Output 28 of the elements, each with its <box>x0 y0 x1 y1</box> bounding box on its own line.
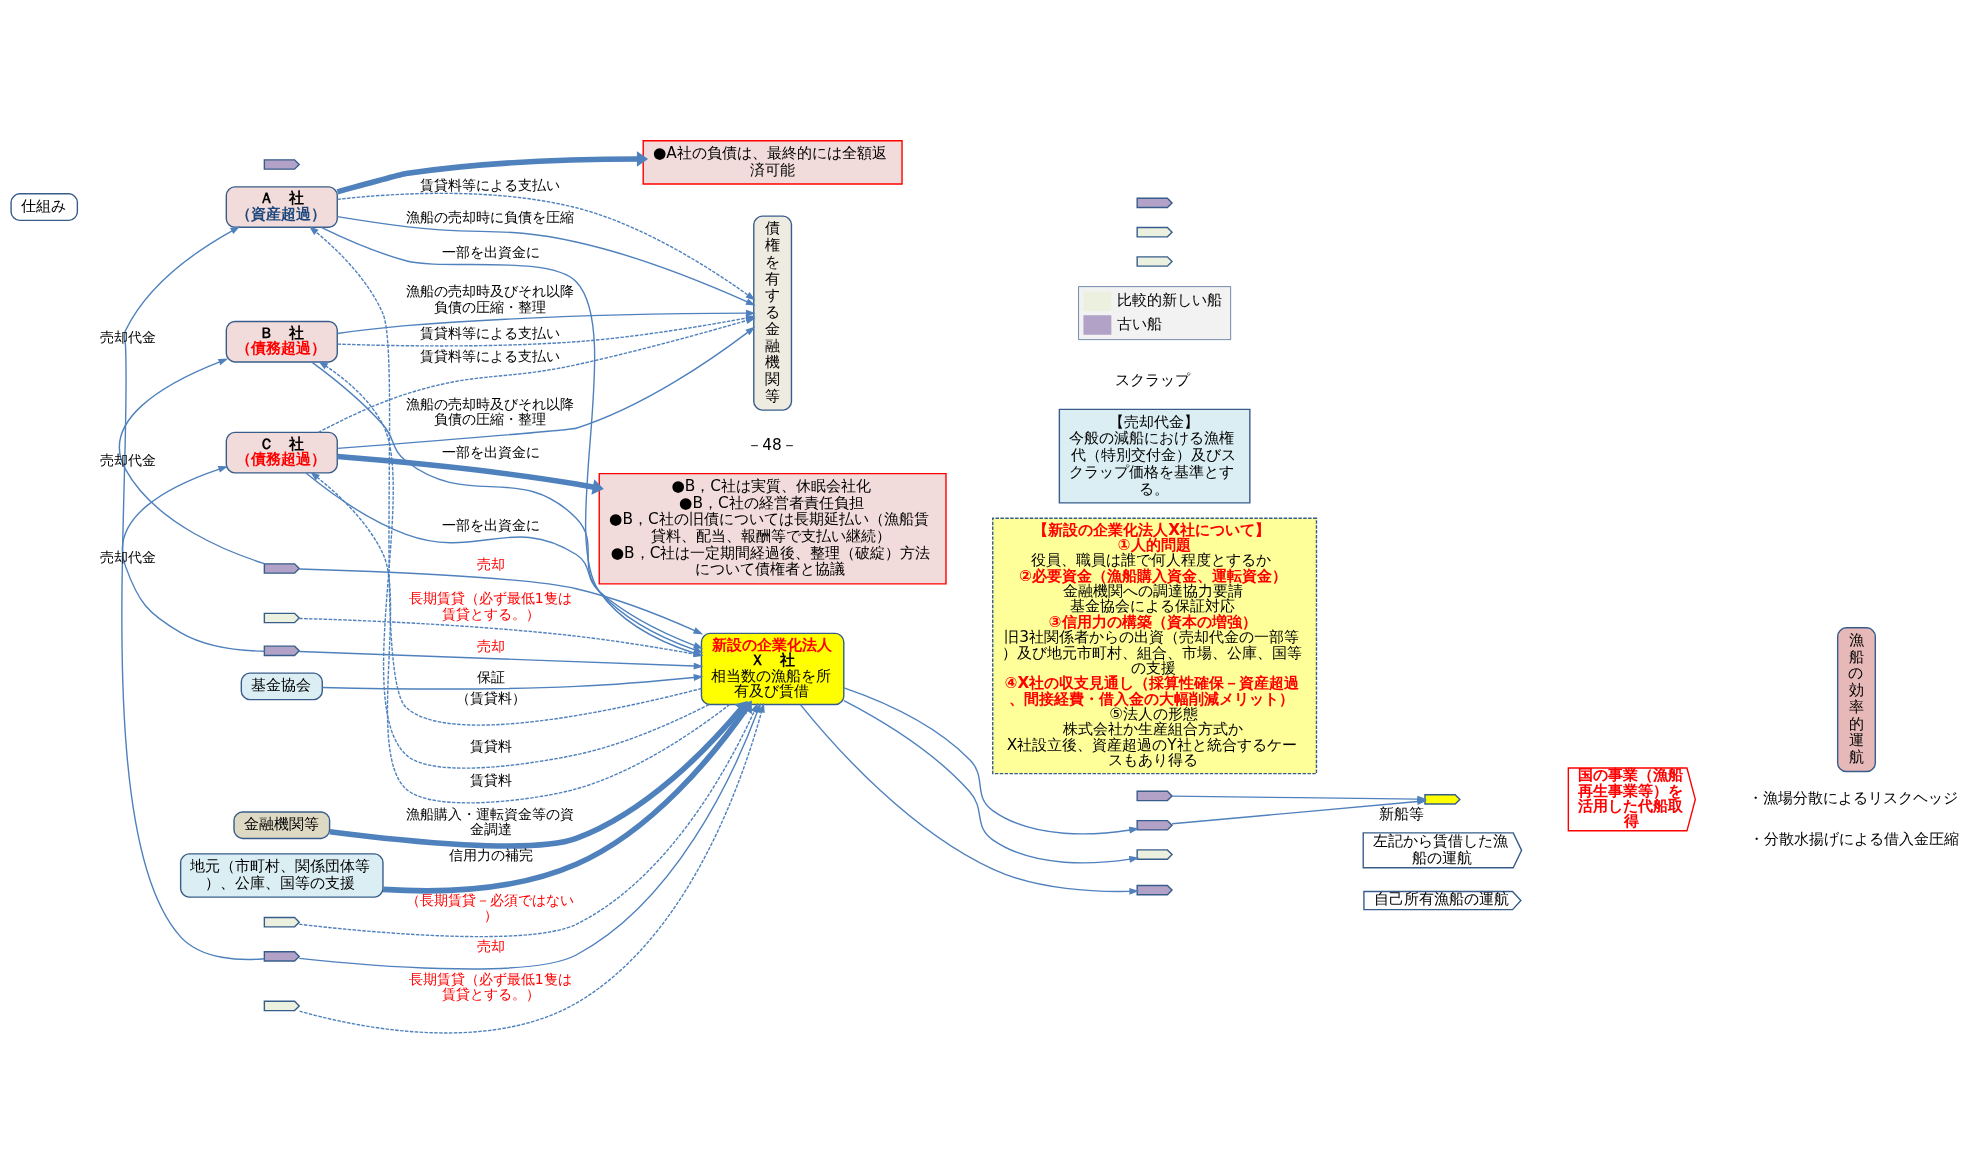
label: －48－ <box>747 435 797 454</box>
edge-label: 賃貸料等による支払い <box>420 347 561 364</box>
edge-label: 漁船の売却時及びそれ以降負債の圧縮・整理 <box>405 283 574 315</box>
edge-label: 漁船の売却時に負債を圧縮 <box>405 209 574 226</box>
edge-label: 一部を出資金に <box>441 243 540 260</box>
edge-label: （長期賃貸－必須ではない） <box>405 891 574 924</box>
edge-label: （賃貸料） <box>455 690 526 707</box>
label: スクラップ <box>1115 371 1191 390</box>
edge-label: 賃貸料等による支払い <box>420 324 561 341</box>
legend-label: 比較的新しい船 <box>1116 291 1222 310</box>
edge-label: 保証 <box>476 669 505 686</box>
node-label: 新船等 <box>1378 804 1424 823</box>
edge-label: 漁船の売却時及びそれ以降負債の圧縮・整理 <box>405 395 574 428</box>
edge-label: 売却 <box>476 937 505 954</box>
edge-label: 一部を出資金に <box>441 443 540 460</box>
edge-label: 一部を出資金に <box>441 517 540 534</box>
label: ・漁場分散によるリスクヘッジ <box>1747 789 1958 808</box>
edge-label: 売却 <box>476 556 505 573</box>
edge-label: 長期賃貸（必ず最低1隻は賃貸とする。） <box>408 970 572 1002</box>
edge-label: 信用力の補完 <box>448 847 533 864</box>
edge-label: 賃貸料 <box>469 737 512 754</box>
edge-label: 売却 <box>476 637 505 654</box>
edge-label: 賃貸料等による支払い <box>420 176 561 193</box>
label: ・分散水揚げによる借入金圧縮 <box>1749 829 1960 848</box>
legend-label: 古い船 <box>1116 314 1162 333</box>
edge-label: 賃貸料 <box>469 771 512 788</box>
edge-label: 長期賃貸（必ず最低1隻は賃貸とする。） <box>408 590 572 622</box>
edge-label: 漁船購入・運転資金等の資金調達 <box>405 805 574 838</box>
